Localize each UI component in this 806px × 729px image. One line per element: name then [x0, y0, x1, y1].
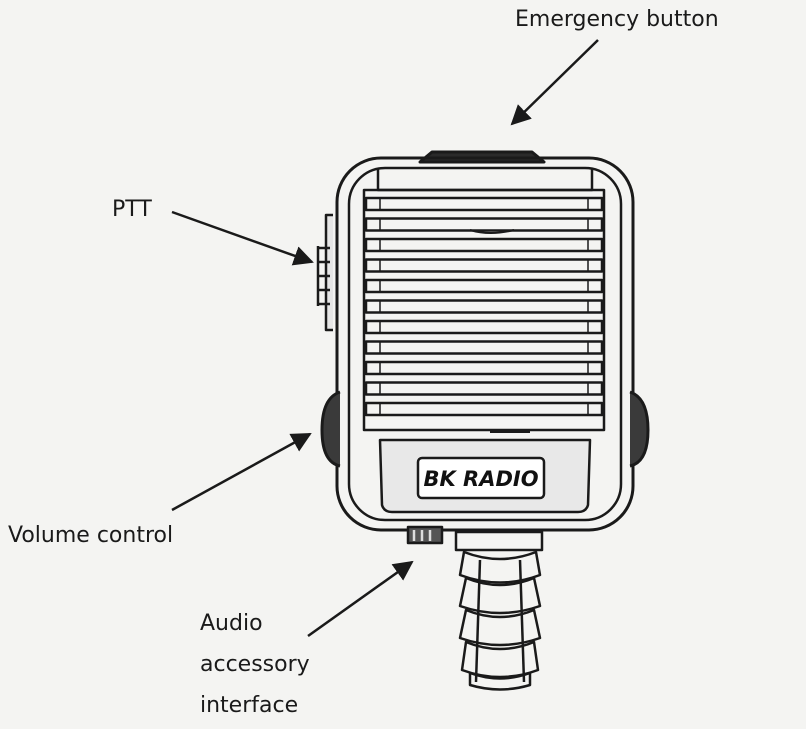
- brand-logo: BK RADIO: [423, 467, 538, 491]
- audio-label-line-3: interface: [200, 693, 299, 718]
- audio-accessory-interface-label: Audio accessory interface: [200, 603, 310, 726]
- volume-control-label: Volume control: [8, 523, 174, 548]
- coiled-cable: [458, 550, 542, 691]
- right-side-knob: [629, 390, 650, 468]
- grille-slat: [364, 237, 604, 253]
- housing-inner: [347, 166, 623, 522]
- audio-arrow: [307, 560, 414, 638]
- audio-label-line-2: accessory: [200, 652, 310, 677]
- grille-slat: [364, 381, 604, 396]
- grille-slat: [364, 340, 604, 355]
- grille-slat: [364, 299, 604, 314]
- grille-slat: [364, 196, 604, 212]
- speaker-grille: [362, 188, 606, 433]
- grille-slat: [364, 360, 604, 376]
- ptt-arrow: [171, 210, 314, 266]
- audio-accessory-interface: [406, 525, 544, 552]
- housing-outer: [335, 156, 635, 532]
- ptt-label: PTT: [112, 197, 152, 222]
- grille-slat: [364, 278, 604, 294]
- grille-slat: [364, 319, 604, 335]
- grille-slat: [364, 217, 604, 232]
- grille-slat: [364, 258, 604, 273]
- volume-arrow: [171, 432, 312, 512]
- callout-arrows: [171, 39, 599, 638]
- logo-badge: [416, 456, 546, 500]
- ptt-button: [316, 213, 333, 332]
- volume-knob: [320, 390, 341, 468]
- emergency-button-label: Emergency button: [515, 7, 719, 32]
- audio-label-line-1: Audio: [200, 611, 263, 636]
- grille-slat: [364, 401, 604, 417]
- speaker-microphone: [316, 150, 650, 691]
- emergency-arrow: [510, 39, 599, 126]
